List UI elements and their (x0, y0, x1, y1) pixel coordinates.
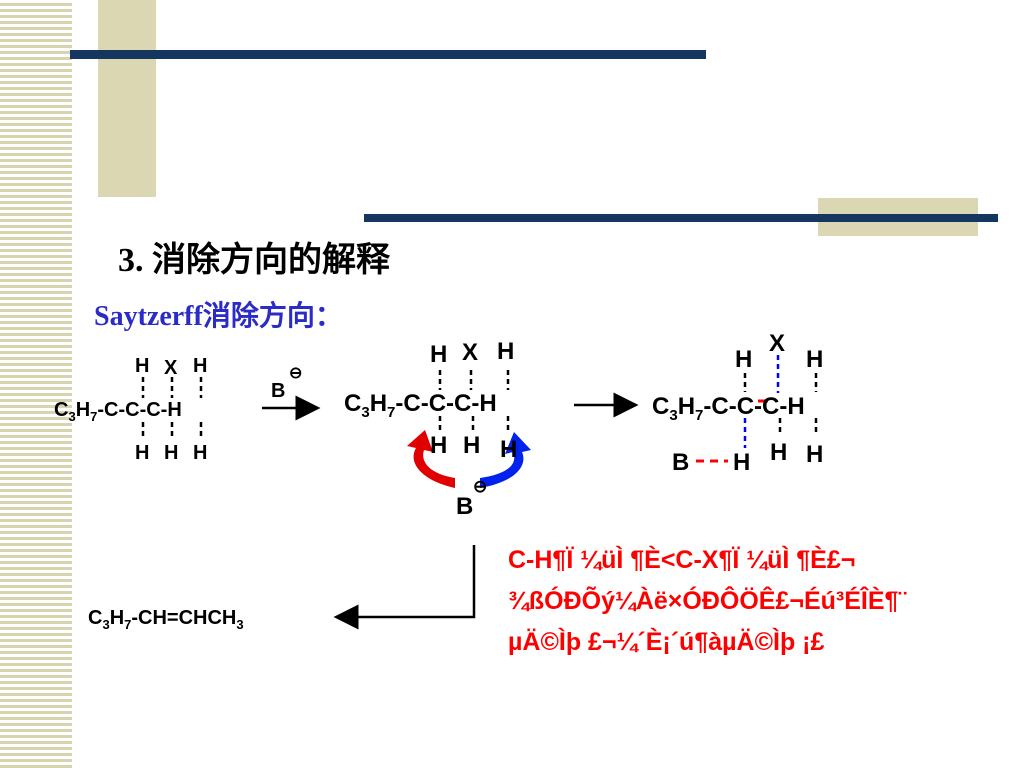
reactant-top-h2: H (193, 355, 208, 377)
reactant-bottom-h1: H (135, 442, 150, 464)
ts-top-x: X (462, 339, 479, 366)
explanation-note: C-H¶Ï ¼üÌ ¶È<C-X¶Ï ¼üÌ ¶È£¬ ¾ßÓÐÕý¼Àë×ÓÐ… (508, 540, 998, 663)
ts-bottom-h3: H (500, 436, 518, 463)
reactant-top-h1: H (135, 355, 150, 377)
ps-top-x: X (769, 330, 786, 357)
reactant-top-x: X (164, 357, 178, 379)
ps-base-b: B (672, 449, 690, 476)
ts-chain: C3H7-C-C-C-H (344, 390, 497, 421)
page-title: 3. 消除方向的解释 (118, 242, 390, 279)
down-left-arrow (333, 545, 476, 630)
ps-chain: C3H7-C-C-C-H (652, 393, 805, 424)
left-stripe-decoration (0, 0, 72, 768)
ts-top-h2: H (497, 338, 515, 365)
reactant-chain: C3H7-C-C-C-H (54, 399, 182, 424)
product-state-bonds (743, 355, 818, 448)
final-product: C3H7-CH=CHCH3 (88, 607, 244, 632)
base-label: B (271, 380, 286, 402)
note-line-1: C-H¶Ï ¼üÌ ¶È<C-X¶Ï ¼üÌ ¶È£¬ (508, 546, 856, 574)
ts-bottom-h1: H (430, 432, 448, 459)
ts-base-label: B (456, 493, 474, 520)
blue-curved-arrow (480, 432, 531, 488)
ps-top-h1: H (735, 346, 753, 373)
reactant-bottom-h3: H (193, 442, 208, 464)
base-charge: ⊖ (289, 365, 303, 382)
red-curved-arrow (407, 430, 455, 488)
section-subtitle: Saytzerff消除方向： (94, 301, 343, 332)
mid-bar (364, 214, 998, 222)
tan-block-top (98, 0, 156, 197)
note-line-2: ¾ßÓÐÕý¼Àë×ÓÐÔÖÊ£¬Éú³ÉÎÈ¶¨ (508, 587, 907, 615)
ps-bottom-h2: H (806, 441, 824, 468)
ps-base-h: H (733, 449, 751, 476)
ts-bottom-h2: H (463, 432, 481, 459)
ts-top-h1: H (430, 341, 448, 368)
ts-base-charge: ⊖ (473, 477, 488, 496)
top-bar (70, 50, 706, 59)
note-line-3: µÄ©Ìþ £¬¼´È¡´ú¶àµÄ©Ìþ ¡£ (508, 628, 825, 656)
reactant-bonds (141, 377, 203, 440)
ps-top-h2: H (806, 346, 824, 373)
reactant-bottom-h2: H (164, 442, 179, 464)
ps-bottom-h1: H (770, 439, 788, 466)
transition-bonds (438, 370, 510, 432)
